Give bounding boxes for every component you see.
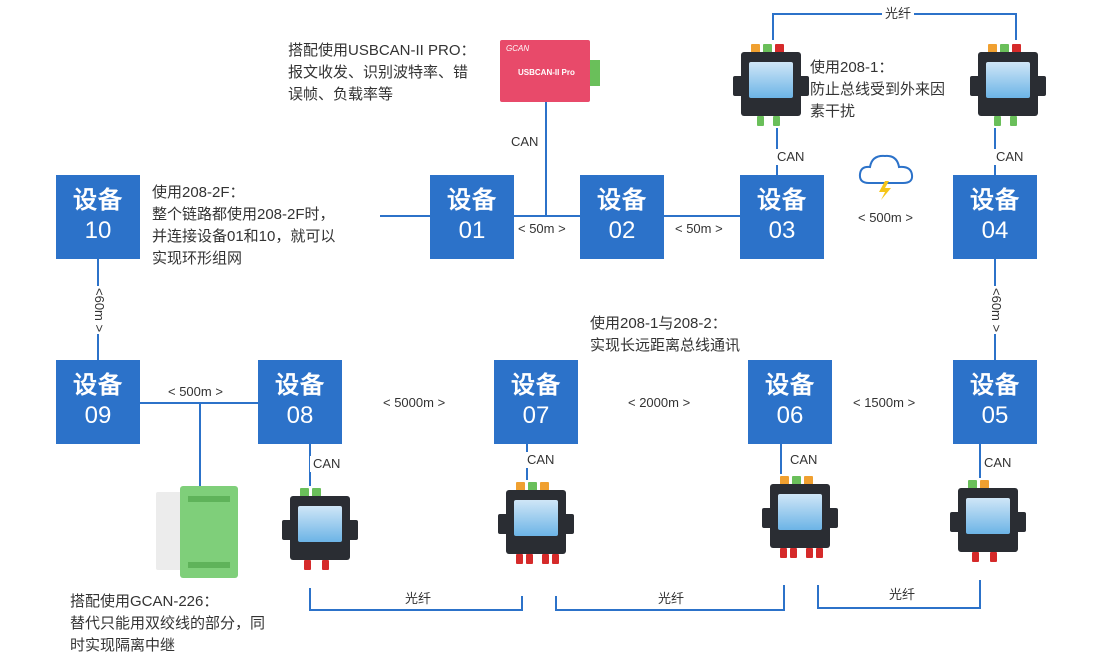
note-208-1-208-2: 使用208-1与208-2： 实现长远距离总线通讯	[590, 313, 740, 357]
device-10: 设备 10	[56, 175, 140, 259]
fiber-label-06-05: 光纤	[886, 587, 919, 603]
device-title: 设备	[597, 187, 647, 214]
note-usbcan: 搭配使用USBCAN-II PRO： 报文收发、识别波特率、错 误帧、负载率等	[288, 40, 476, 106]
distance-label-04-05: <60m >	[988, 286, 1004, 335]
can-label-04: CAN	[993, 149, 1027, 165]
note-line: 防止总线受到外来因	[810, 81, 946, 98]
device-02: 设备 02	[580, 175, 664, 259]
device-09: 设备 09	[56, 360, 140, 444]
distance-label-02-03: < 50m >	[672, 221, 726, 237]
converter-208-device-07	[498, 478, 578, 578]
device-number: 01	[458, 217, 486, 244]
converter-208-device-06	[762, 472, 842, 572]
note-line: 使用208-1：	[810, 59, 894, 76]
converter-208-device-08	[282, 484, 362, 584]
gcan-226-module	[150, 482, 244, 582]
can-label-usbcan: CAN	[508, 134, 542, 150]
note-line: 整个链路都使用208-2F时，	[152, 206, 335, 223]
device-number: 03	[768, 217, 796, 244]
device-title: 设备	[275, 372, 325, 399]
device-title: 设备	[970, 187, 1020, 214]
device-number: 04	[981, 217, 1009, 244]
distance-label-08-07: < 5000m >	[380, 395, 449, 411]
device-number: 05	[981, 402, 1009, 429]
can-label-05: CAN	[981, 455, 1015, 471]
converter-208-device-05	[950, 476, 1030, 576]
device-04: 设备 04	[953, 175, 1037, 259]
fiber-label-07-06: 光纤	[655, 591, 688, 607]
distance-label-03-04: < 500m >	[855, 210, 916, 226]
note-line: 素干扰	[810, 103, 856, 120]
device-title: 设备	[765, 372, 815, 399]
device-title: 设备	[447, 187, 497, 214]
converter-208-device-04	[970, 40, 1050, 130]
device-01: 设备 01	[430, 175, 514, 259]
note-208-1: 使用208-1： 防止总线受到外来因 素干扰	[810, 57, 945, 123]
usbcan-model-label: USBCAN-II Pro	[518, 68, 575, 77]
note-line: 实现环形组网	[152, 250, 243, 267]
device-title: 设备	[511, 372, 561, 399]
distance-label-06-05: < 1500m >	[850, 395, 919, 411]
note-line: 使用208-1与208-2：	[590, 315, 727, 332]
can-label-07: CAN	[524, 452, 558, 468]
note-line: 实现长远距离总线通讯	[590, 337, 741, 354]
usbcan-brand-logo: GCAN	[506, 44, 530, 53]
device-07: 设备 07	[494, 360, 578, 444]
device-number: 02	[608, 217, 636, 244]
device-number: 08	[286, 402, 314, 429]
distance-label-07-06: < 2000m >	[625, 395, 694, 411]
note-line: 使用208-2F：	[152, 184, 245, 201]
can-label-08: CAN	[310, 456, 344, 472]
device-title: 设备	[757, 187, 807, 214]
can-label-03: CAN	[774, 149, 808, 165]
fiber-line-07-06	[555, 585, 785, 611]
note-line: 并连接设备01和10，就可以	[152, 228, 336, 245]
fiber-line-06-05	[817, 580, 981, 609]
fiber-line-08-07	[309, 588, 523, 611]
device-number: 09	[84, 402, 112, 429]
distance-label-01-02: < 50m >	[515, 221, 569, 237]
device-03: 设备 03	[740, 175, 824, 259]
device-05: 设备 05	[953, 360, 1037, 444]
note-line: 搭配使用GCAN-226：	[70, 593, 219, 610]
note-line: 替代只能用双绞线的部分，同	[70, 615, 266, 632]
fiber-label-top: 光纤	[882, 6, 915, 22]
device-number: 07	[522, 402, 550, 429]
device-06: 设备 06	[748, 360, 832, 444]
converter-208-device-03	[733, 40, 813, 130]
note-line: 时实现隔离中继	[70, 637, 176, 654]
distance-label-10-09: <60m >	[91, 286, 107, 335]
note-line: 搭配使用USBCAN-II PRO：	[288, 42, 476, 59]
note-line: 误帧、负载率等	[288, 86, 394, 103]
fiber-label-08-07: 光纤	[402, 591, 435, 607]
can-label-06: CAN	[787, 452, 821, 468]
usbcan-ii-pro-device: GCAN USBCAN-II Pro	[500, 40, 600, 104]
device-number: 06	[776, 402, 804, 429]
device-title: 设备	[73, 187, 123, 214]
note-208-2f: 使用208-2F： 整个链路都使用208-2F时， 并连接设备01和10，就可以…	[152, 182, 335, 270]
device-title: 设备	[970, 372, 1020, 399]
distance-label-09-08: < 500m >	[165, 384, 226, 400]
device-number: 10	[84, 217, 112, 244]
note-gcan226: 搭配使用GCAN-226： 替代只能用双绞线的部分，同 时实现隔离中继	[70, 591, 265, 657]
device-title: 设备	[73, 372, 123, 399]
cloud-lightning-icon	[858, 154, 914, 200]
device-08: 设备 08	[258, 360, 342, 444]
note-line: 报文收发、识别波特率、错	[288, 64, 469, 81]
